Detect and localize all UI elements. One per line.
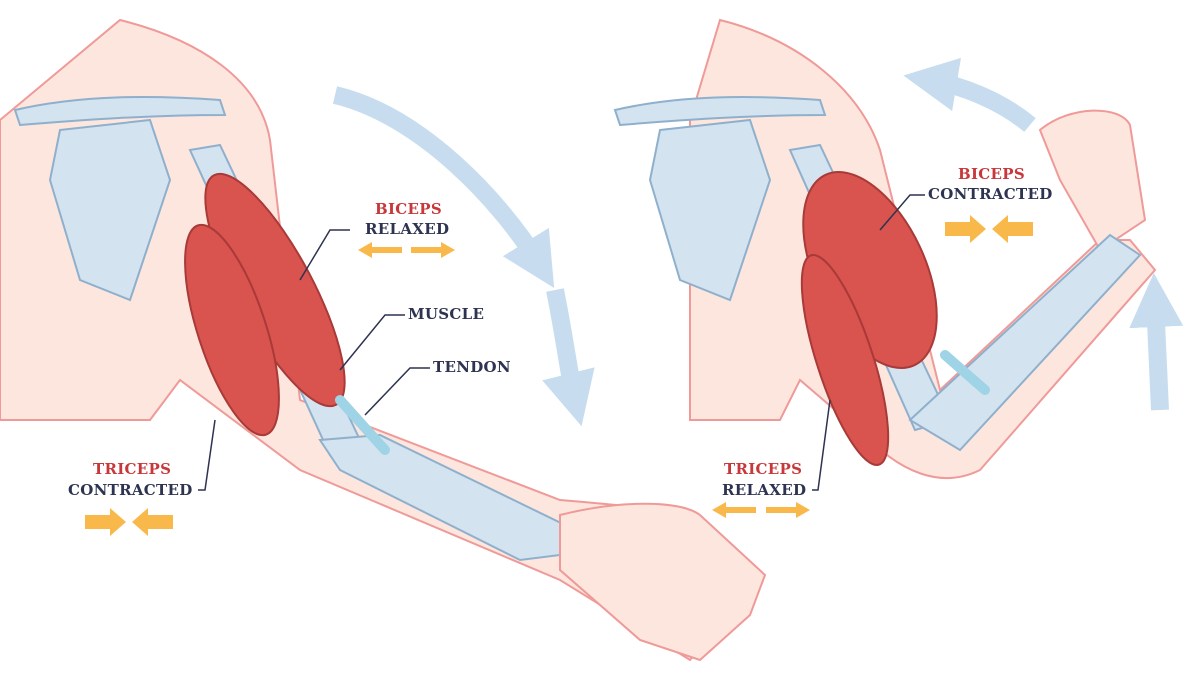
right-triceps-label: TRICEPS	[724, 460, 803, 478]
left-tendon	[335, 395, 390, 455]
left-torso-skin	[0, 18, 762, 662]
left-biceps-state: RELAXED	[365, 220, 450, 238]
left-triceps-state: CONTRACTED	[68, 481, 193, 499]
right-biceps-label: BICEPS	[958, 165, 1025, 183]
right-clavicle-bone	[613, 96, 827, 127]
left-hand	[559, 502, 767, 662]
muscle-label: MUSCLE	[408, 305, 485, 323]
force-arrows-inward-icon	[85, 508, 173, 536]
force-arrows-outward-icon	[712, 502, 810, 518]
right-arm-flexed	[613, 18, 1184, 518]
tendon-label: TENDON	[433, 358, 511, 376]
biceps-leader-line	[299, 229, 350, 281]
right-triceps-leader-line	[812, 399, 831, 491]
triceps-leader-line	[198, 419, 216, 491]
left-clavicle-bone	[13, 96, 227, 127]
motion-arrow-up-icon	[1129, 273, 1184, 411]
motion-arrow-down-icon	[332, 86, 555, 288]
left-triceps-muscle	[184, 223, 280, 437]
right-triceps-muscle	[800, 254, 890, 466]
force-arrows-inward-icon	[945, 215, 1033, 243]
right-scapula-bone	[648, 118, 772, 302]
left-triceps-label: TRICEPS	[93, 460, 172, 478]
tendon-leader-line	[364, 367, 430, 416]
right-triceps-state: RELAXED	[722, 481, 807, 499]
right-tendon	[940, 350, 990, 395]
right-biceps-state: CONTRACTED	[928, 185, 1053, 203]
motion-arrow-down-icon	[542, 288, 595, 427]
motion-arrow-up-icon	[903, 57, 1036, 133]
right-biceps-leader-line	[879, 194, 925, 231]
right-fist	[1038, 109, 1147, 252]
force-arrows-outward-icon	[358, 242, 455, 258]
left-arm-extended	[0, 18, 767, 662]
left-biceps-label: BICEPS	[375, 200, 442, 218]
right-forearm-bones	[908, 233, 1142, 452]
left-scapula-bone	[48, 118, 172, 302]
muscle-leader-line	[339, 314, 405, 371]
